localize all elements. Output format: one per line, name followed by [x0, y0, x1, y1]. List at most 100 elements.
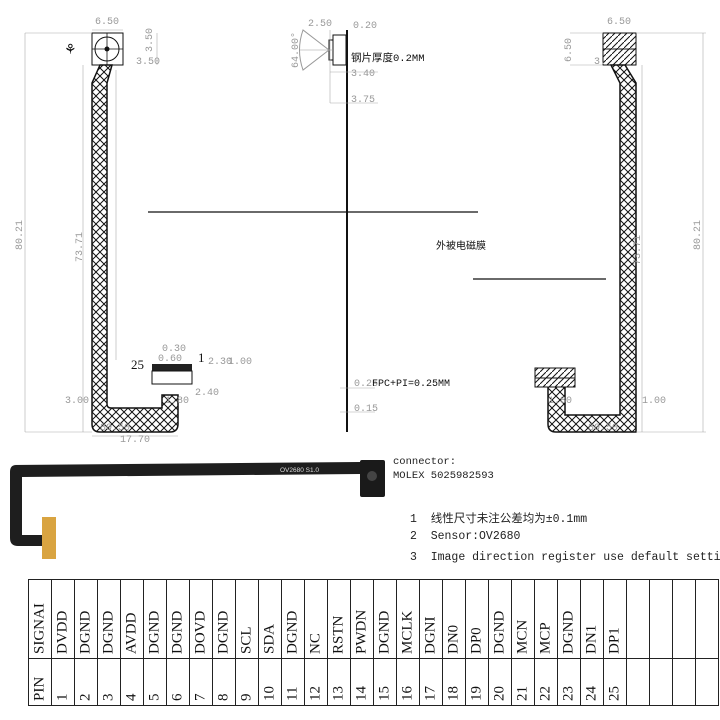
dimension-label: 2.50: [308, 19, 332, 30]
dimension-label: 6.50: [607, 17, 631, 28]
pin-number-cell: 2: [74, 658, 98, 706]
signal-cell: DP0: [465, 579, 489, 659]
dimension-label: 0.20: [353, 21, 377, 32]
signal-cell: DGND: [488, 579, 512, 659]
emi-film-label: 外被电磁膜: [436, 239, 486, 253]
signal-cell: DGND: [557, 579, 581, 659]
pin-number-cell: 25: [603, 658, 627, 706]
pin-number-cell: 13: [327, 658, 351, 706]
pin-number-cell: 19: [465, 658, 489, 706]
fpc-strip: [91, 64, 179, 433]
dimension-label: 0.30: [162, 344, 186, 355]
dimension-label: 3.: [594, 57, 606, 68]
dimension-label: 1.00: [228, 357, 252, 368]
pin-number-cell: [649, 658, 673, 706]
pin-number-cell: [695, 658, 719, 706]
signal-cell: NC: [304, 579, 328, 659]
pin-1-label: 1: [198, 350, 205, 365]
pin-number-cell: 22: [534, 658, 558, 706]
pin-number-cell: 9: [235, 658, 259, 706]
signal-cell: DGNI: [419, 579, 443, 659]
signal-cell: MCLK: [396, 579, 420, 659]
pin-number-cell: 8: [212, 658, 236, 706]
signal-cell: MCN: [511, 579, 535, 659]
pin-number-cell: 23: [557, 658, 581, 706]
fpc-print: OV2680 S1.0: [280, 467, 319, 474]
pin-number-cell: [626, 658, 650, 706]
dimension-label: 80.21: [15, 220, 26, 250]
fpc-cable: [10, 462, 360, 546]
pin-number-cell: 10: [258, 658, 282, 706]
dimension-label: 2.40: [195, 388, 219, 399]
signal-cell: DN0: [442, 579, 466, 659]
signal-cell: SCL: [235, 579, 259, 659]
dimension-label: 0.25: [354, 379, 378, 390]
connector-gold: [42, 517, 56, 559]
note-1: 1 线性尺寸未注公差均为±0.1mm: [410, 513, 588, 526]
dimension-label: 80.21: [693, 220, 704, 250]
note-2: 2 Sensor:OV2680: [410, 530, 521, 543]
dimension-label: 64.00°: [290, 32, 302, 68]
signal-cell: DGND: [281, 579, 305, 659]
pin-number-cell: 18: [442, 658, 466, 706]
signal-cell: [695, 579, 719, 659]
module-photo: OV2680 S1.0: [10, 460, 385, 559]
pin-number-cell: 15: [373, 658, 397, 706]
left-view: ⚘ 6.50 3.50 3.50 80.21 73.71 0.30 0.60 2…: [15, 17, 252, 446]
dimension-label: 1.80: [548, 396, 572, 407]
pin-number-cell: 3: [97, 658, 121, 706]
dimension-label: 3.50: [145, 28, 156, 52]
signal-cell: DN1: [580, 579, 604, 659]
dimension-label: 1.00: [642, 396, 666, 407]
pin-number-cell: 5: [143, 658, 167, 706]
fpc-strip-back: [547, 64, 637, 433]
note-3: 3 Image direction register use default s…: [410, 551, 720, 564]
pin-number-cell: 20: [488, 658, 512, 706]
dimension-label: 6.50: [564, 38, 575, 62]
dimension-label: 17.70: [120, 435, 150, 446]
signal-cell: [649, 579, 673, 659]
signal-cell: DGND: [373, 579, 397, 659]
signal-cell: [626, 579, 650, 659]
signal-cell: MCP: [534, 579, 558, 659]
pin-number-cell: 1: [51, 658, 75, 706]
dimension-label: 0.15: [354, 404, 378, 415]
pin-number-cell: 21: [511, 658, 535, 706]
connector-label: connector:: [393, 456, 457, 468]
signal-cell: DGND: [97, 579, 121, 659]
signal-cell: DGND: [166, 579, 190, 659]
signal-cell: PWDN: [350, 579, 374, 659]
signal-cell: RSTN: [327, 579, 351, 659]
dimension-label: 3.75: [351, 95, 375, 106]
signal-cell: SDA: [258, 579, 282, 659]
signal-cell: DGND: [74, 579, 98, 659]
dimension-label: 3.00: [65, 396, 89, 407]
right-view: 6.50 6.50 3. 80.21 73.71 1.80 1.00 80.50: [534, 17, 706, 434]
dimension-label: 2.30: [208, 357, 232, 368]
pin-number-cell: 7: [189, 658, 213, 706]
mechanical-drawing: ⚘ 6.50 3.50 3.50 80.21 73.71 0.30 0.60 2…: [10, 17, 706, 559]
dimension-label: 3.50: [136, 57, 160, 68]
steel-thickness-note: 钢片厚度0.2MM: [351, 51, 425, 65]
pin-header: PIN: [28, 658, 52, 706]
fpc-thickness-note: FPC+PI=0.25MM: [372, 379, 450, 390]
pin-number-cell: 14: [350, 658, 374, 706]
side-view: 2.50 0.20 64.00° 3.40 3.75 钢片厚度0.2MM 外被电…: [148, 19, 606, 432]
signal-cell: DOVD: [189, 579, 213, 659]
connector-pins: [152, 364, 192, 371]
pin-number-cell: 11: [281, 658, 305, 706]
dimension-label: 80.50: [588, 423, 618, 434]
orientation-icon: ⚘: [64, 43, 77, 58]
pin-number-cell: [672, 658, 696, 706]
pin-number-cell: 4: [120, 658, 144, 706]
connector-part-number: MOLEX 5025982593: [393, 470, 494, 482]
pin-number-cell: 16: [396, 658, 420, 706]
signal-cell: DGND: [143, 579, 167, 659]
signal-cell: DGND: [212, 579, 236, 659]
signal-cell: [672, 579, 696, 659]
signal-cell: DVDD: [51, 579, 75, 659]
pin-25-label: 25: [131, 357, 144, 372]
